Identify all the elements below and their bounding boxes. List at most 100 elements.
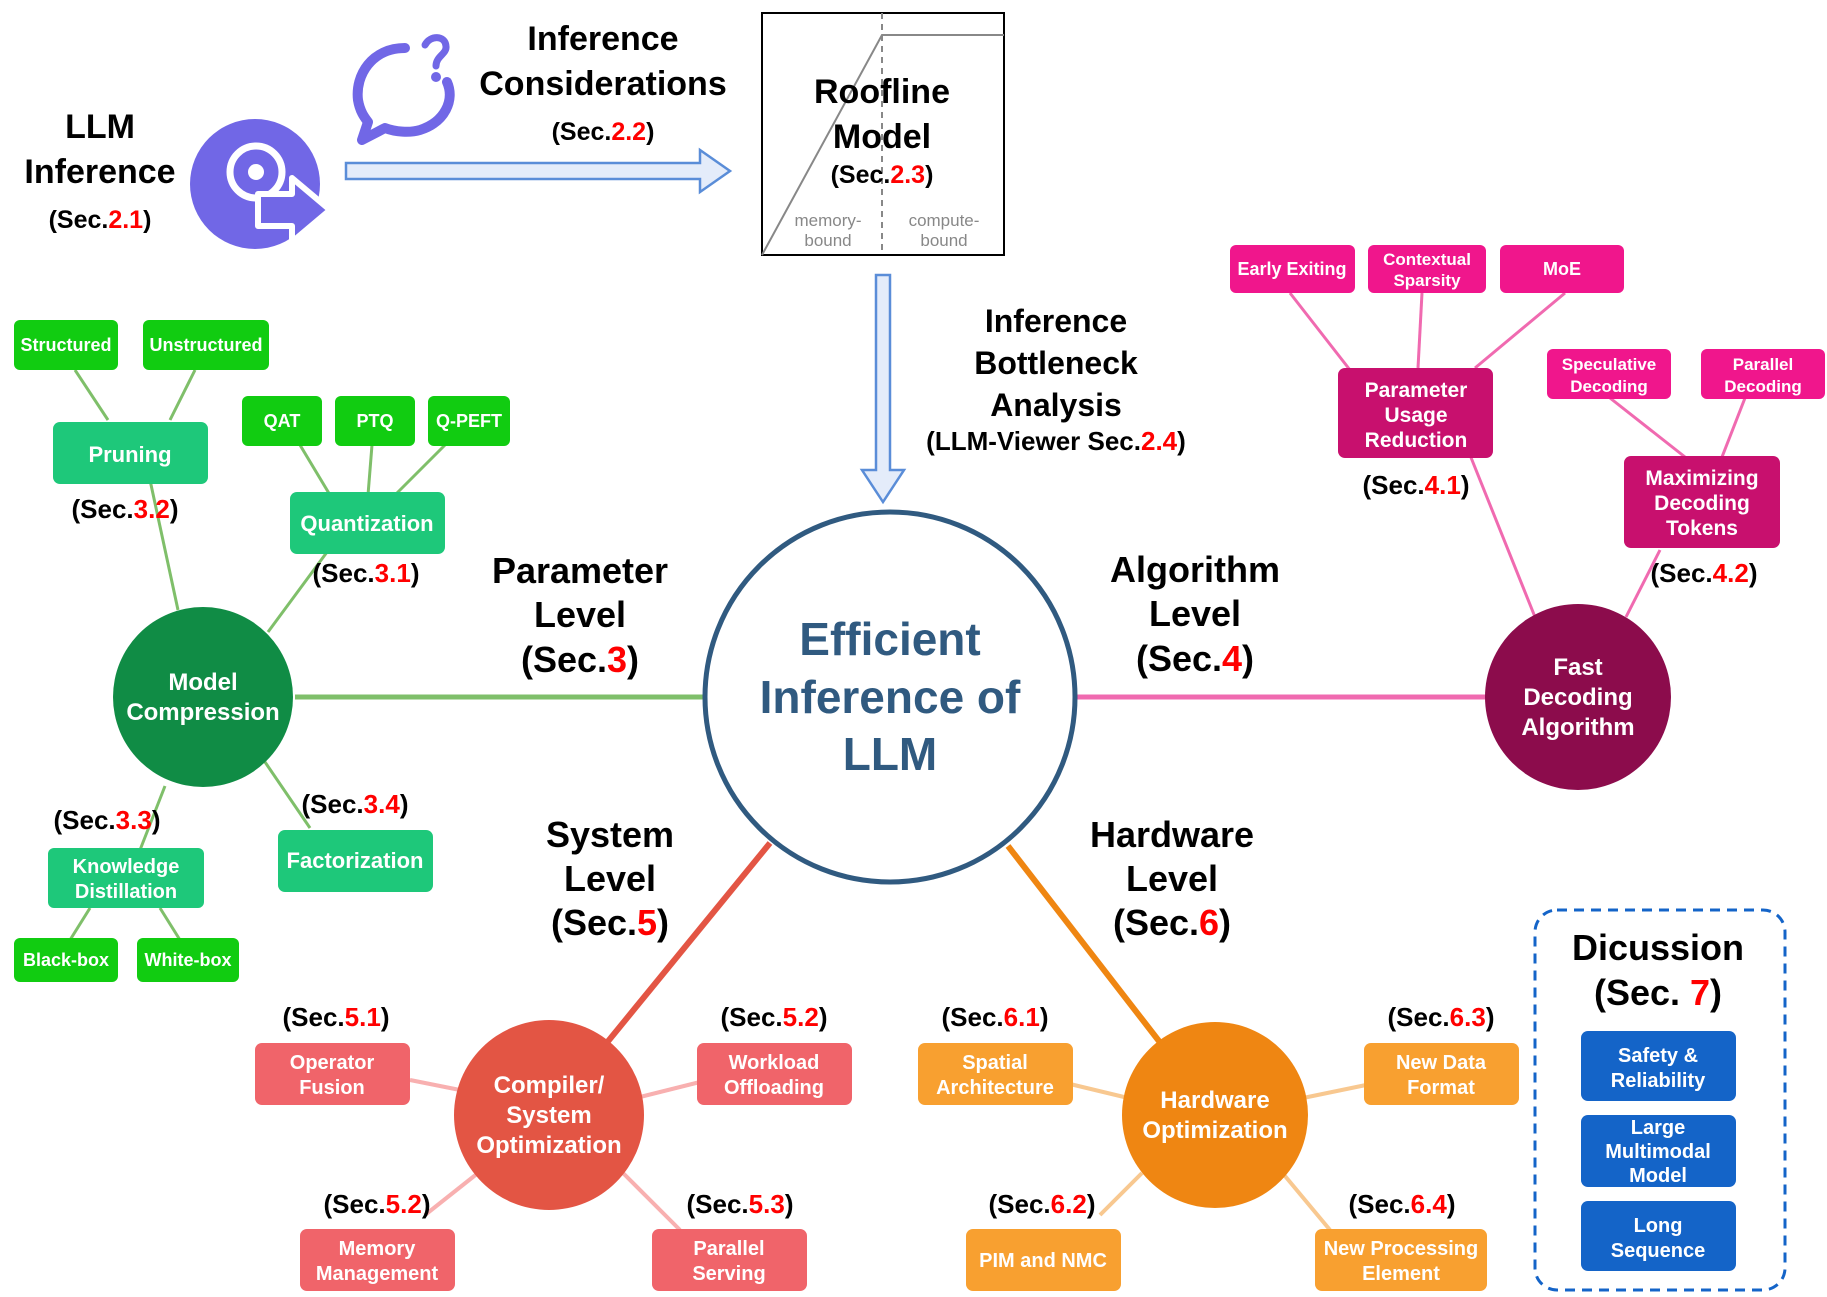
data-format-node <box>1364 1043 1519 1105</box>
connector-lines <box>68 291 1747 1232</box>
processing-label-2: Element <box>1362 1263 1440 1285</box>
system-optimization-hub <box>454 1020 644 1210</box>
memory-section: (Sec.5.2) <box>324 1189 431 1219</box>
pruning-node <box>53 422 208 484</box>
spatial-label-2: Architecture <box>936 1077 1054 1099</box>
decoding-hub <box>1485 604 1671 790</box>
whitebox-node <box>137 938 239 982</box>
quantization-section: (Sec.3.1) <box>313 558 420 588</box>
memory-label-1: Memory <box>339 1238 417 1260</box>
system-level-label: System Level (Sec.5) <box>546 814 674 943</box>
param-usage-node <box>1338 368 1493 458</box>
center-ring <box>702 509 1078 885</box>
operator-fusion-node <box>255 1043 410 1105</box>
hardware-optimization-hub <box>1122 1022 1308 1208</box>
center-title-1: Efficient <box>799 613 980 665</box>
hardware-optimization-cluster: Hardware Optimization (Sec.6.1) Spatial … <box>918 1002 1519 1291</box>
algorithm-level-2: Level <box>1149 593 1241 634</box>
long-sequence-node <box>1581 1201 1736 1271</box>
algorithm-level-section: (Sec.4) <box>1136 638 1254 679</box>
disc-arrow-icon <box>190 119 333 249</box>
spatial-section: (Sec.6.1) <box>942 1002 1049 1032</box>
speculative-decoding-label-2: Decoding <box>1570 377 1647 396</box>
decoding-cluster: Fast Decoding Algorithm Early Exiting Co… <box>1230 245 1825 790</box>
param-usage-label-3: Reduction <box>1365 429 1468 452</box>
bottleneck-title-2: Bottleneck <box>974 345 1138 381</box>
compute-bound-label-1: compute- <box>909 211 980 230</box>
early-exiting-node <box>1230 245 1355 293</box>
max-tokens-node <box>1624 456 1780 548</box>
distillation-label-1: Knowledge <box>73 856 180 878</box>
qpeft-node <box>428 396 510 446</box>
multimodal-label-1: Large <box>1631 1117 1685 1139</box>
bottleneck-title-1: Inference <box>985 303 1127 339</box>
decoding-hub-label-3: Algorithm <box>1521 714 1634 741</box>
parallel-serving-node <box>652 1229 807 1291</box>
parameter-level-2: Level <box>534 594 626 635</box>
bottleneck-section: (LLM-Viewer Sec.2.4) <box>926 426 1186 456</box>
hardware-level-line <box>1005 844 1165 1047</box>
pim-node <box>966 1229 1121 1291</box>
qat-node <box>242 396 322 446</box>
chat-question-icon <box>352 34 455 145</box>
system-level-1: System <box>546 814 674 855</box>
processing-section: (Sec.6.4) <box>1349 1189 1456 1219</box>
decoding-hub-label-2: Decoding <box>1523 684 1632 711</box>
factorization-label: Factorization <box>287 848 424 873</box>
max-tokens-label-3: Tokens <box>1666 517 1738 540</box>
ptq-label: PTQ <box>356 411 393 431</box>
multimodal-node <box>1581 1115 1736 1187</box>
processing-label-1: New Processing <box>1324 1238 1479 1260</box>
contextual-sparsity-label-2: Sparsity <box>1393 271 1461 290</box>
param-usage-section: (Sec.4.1) <box>1363 470 1470 500</box>
contextual-sparsity-label-1: Contextual <box>1383 250 1471 269</box>
system-optimization-hub-label-3: Optimization <box>476 1132 621 1159</box>
considerations-section: (Sec.2.2) <box>552 118 655 146</box>
ptq-node <box>335 396 415 446</box>
parameter-level-label: Parameter Level (Sec.3) <box>492 550 668 680</box>
multimodal-label-2: Multimodal <box>1605 1141 1711 1163</box>
unstructured-node <box>143 320 269 370</box>
structured-node <box>14 320 118 370</box>
max-tokens-label-2: Decoding <box>1654 492 1750 515</box>
roofline-title-2: Model <box>833 118 931 156</box>
bottleneck-title-3: Analysis <box>990 387 1122 423</box>
center-node: Efficient Inference of LLM <box>702 509 1078 885</box>
pruning-section: (Sec.3.2) <box>72 494 179 524</box>
parallel-decoding-node <box>1701 349 1825 399</box>
parameter-level-1: Parameter <box>492 550 668 591</box>
operator-fusion-label-2: Fusion <box>299 1077 365 1099</box>
hardware-optimization-hub-label-1: Hardware <box>1160 1087 1269 1114</box>
early-exiting-label: Early Exiting <box>1237 259 1346 279</box>
factorization-node <box>278 830 433 892</box>
discussion-section: (Sec. 7) <box>1594 972 1722 1013</box>
multimodal-label-3: Model <box>1629 1165 1687 1187</box>
considerations-title-2: Considerations <box>479 65 726 103</box>
center-title-3: LLM <box>843 728 938 780</box>
llm-inference-block: LLM Inference (Sec.2.1) <box>24 34 733 249</box>
model-compression-cluster: Model Compression Pruning (Sec.3.2) Stru… <box>14 320 510 982</box>
long-sequence-label-2: Sequence <box>1611 1240 1705 1262</box>
distillation-label-2: Distillation <box>75 881 177 903</box>
system-level-2: Level <box>564 858 656 899</box>
discussion-title: Dicussion <box>1572 927 1744 968</box>
safety-label-2: Reliability <box>1611 1070 1706 1092</box>
processing-node <box>1315 1229 1487 1291</box>
quantization-node <box>290 492 445 554</box>
roofline-block: Roofline Model (Sec.2.3) memory- bound c… <box>761 12 1005 256</box>
system-level-line <box>602 841 773 1047</box>
algorithm-level-label: Algorithm Level (Sec.4) <box>1110 549 1280 679</box>
data-format-label-2: Format <box>1407 1077 1475 1099</box>
center-title-2: Inference of <box>760 671 1021 723</box>
distillation-node <box>48 848 204 908</box>
qpeft-label: Q-PEFT <box>436 411 502 431</box>
blackbox-label: Black-box <box>23 950 109 970</box>
distillation-section: (Sec.3.3) <box>54 805 161 835</box>
speculative-decoding-node <box>1547 349 1671 399</box>
data-format-section: (Sec.6.3) <box>1388 1002 1495 1032</box>
workload-node <box>697 1043 852 1105</box>
system-optimization-hub-label-2: System <box>506 1102 591 1129</box>
roofline-curve <box>761 34 1004 256</box>
qat-label: QAT <box>264 411 301 431</box>
